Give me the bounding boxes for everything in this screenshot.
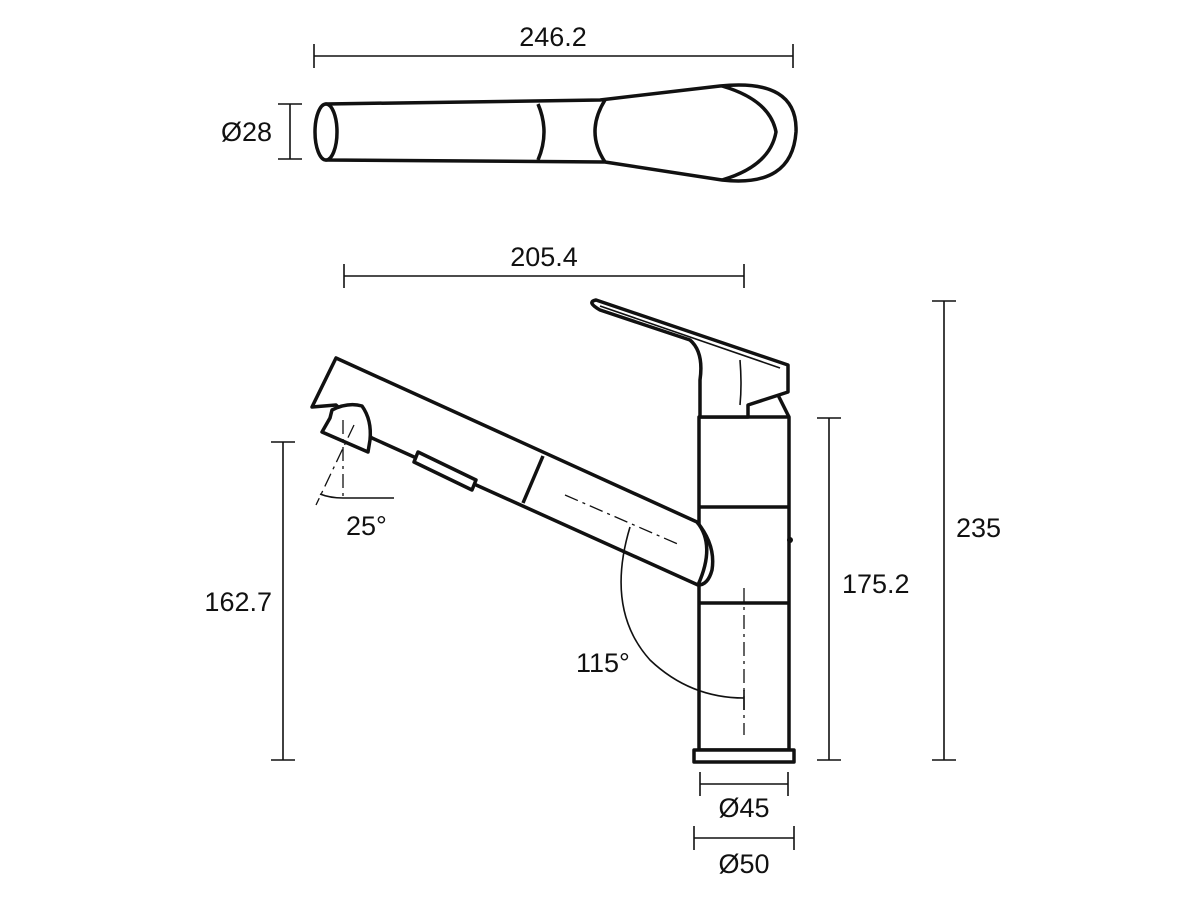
- label-spout-height: 162.7: [204, 587, 272, 617]
- side-view: 205.4 25° 115° 162.7: [204, 242, 1001, 879]
- handle-tip: [721, 84, 778, 182]
- spout-centerline: [564, 494, 681, 546]
- label-body-height: 175.2: [842, 569, 910, 599]
- pull-out-spout: [310, 356, 715, 587]
- spray-angle-line: [315, 424, 355, 506]
- faucet-base: [692, 748, 796, 764]
- top-view-outline: [324, 83, 798, 183]
- label-body-diameter: Ø45: [718, 793, 769, 823]
- label-top-length: 246.2: [519, 22, 587, 52]
- handle-edge: [739, 359, 742, 406]
- spout-segment-line: [521, 455, 545, 504]
- label-base-diameter: Ø50: [718, 849, 769, 879]
- handle-edge: [776, 394, 791, 418]
- label-top-diameter: Ø28: [221, 117, 272, 147]
- label-spray-angle: 25°: [346, 511, 387, 541]
- spout-joint: [695, 520, 709, 586]
- label-total-height: 235: [956, 513, 1001, 543]
- handle-edge: [599, 305, 781, 369]
- spray-button: [412, 450, 478, 492]
- lever-handle: [590, 298, 790, 419]
- spout-end: [313, 102, 339, 162]
- handle-base: [593, 99, 607, 163]
- label-spout-reach: 205.4: [510, 242, 578, 272]
- swivel-angle-arc: [620, 526, 745, 699]
- top-view: 246.2 Ø28: [221, 22, 798, 183]
- body-dot: [787, 537, 793, 543]
- spray-angle-arc: [319, 493, 344, 499]
- spout-joint: [536, 103, 546, 161]
- spray-head: [320, 402, 373, 454]
- label-swivel-angle: 115°: [576, 648, 630, 678]
